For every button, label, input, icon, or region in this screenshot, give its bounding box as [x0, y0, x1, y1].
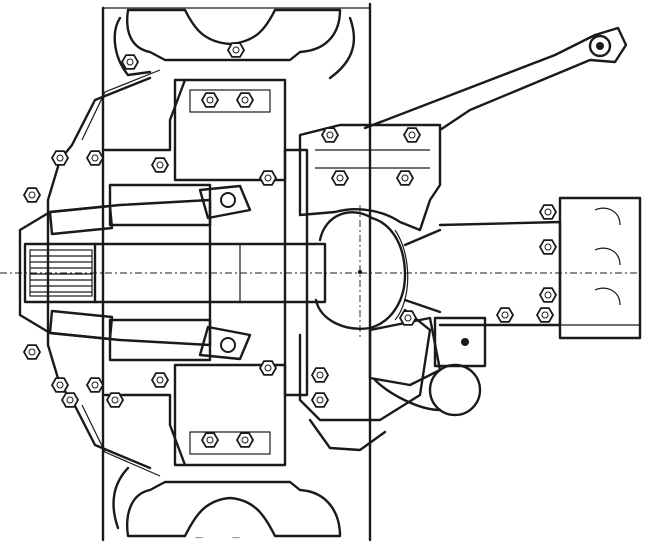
bolt-head — [50, 150, 70, 166]
bolt-head — [320, 127, 340, 143]
bolt-head — [330, 170, 350, 186]
bolt-head — [395, 170, 415, 186]
bolt-head — [310, 367, 330, 383]
bolt-head — [120, 54, 140, 70]
bolt-head — [235, 92, 255, 108]
steering-knuckle — [298, 123, 442, 422]
hub-body — [18, 183, 252, 362]
bolt-head — [235, 432, 255, 448]
bolt-head — [50, 377, 70, 393]
bolt-head — [398, 310, 418, 326]
axle-housing — [433, 196, 642, 368]
bolt-head — [22, 187, 42, 203]
axle-shaft — [0, 242, 640, 304]
bolt-head — [402, 127, 422, 143]
bolt-head — [85, 150, 105, 166]
scale-mark-left: — — [195, 533, 203, 542]
scale-mark-right: — — [232, 533, 240, 542]
bolt-head — [200, 432, 220, 448]
bolt-head — [85, 377, 105, 393]
bolt-head — [538, 239, 558, 255]
bolt-head — [538, 287, 558, 303]
wheel-disc — [46, 69, 187, 477]
bolt-head — [150, 372, 170, 388]
bolt-head — [258, 360, 278, 376]
bolt-head — [150, 157, 170, 173]
tie-rod-ball-joint — [308, 316, 482, 452]
bolt-head — [226, 42, 246, 58]
bolt-head — [258, 170, 278, 186]
joint-ball — [314, 205, 442, 340]
bolt-head — [22, 344, 42, 360]
tyre-section-top — [113, 8, 356, 80]
bolt-group — [22, 42, 558, 448]
inner-bearing-top — [198, 184, 252, 220]
scale-marks: — — — [195, 533, 240, 542]
brake-drum — [173, 78, 309, 467]
rim-frame — [101, 2, 372, 542]
bolt-head — [200, 92, 220, 108]
bolt-head — [60, 392, 80, 408]
outer-bearing-top — [48, 204, 114, 236]
outer-bearing-bottom — [48, 309, 114, 341]
steering-arm — [363, 26, 628, 132]
bolt-head — [105, 392, 125, 408]
bolt-head — [538, 204, 558, 220]
inner-bearing-bottom — [198, 325, 252, 361]
tyre-section-bottom — [112, 466, 342, 538]
bolt-head — [535, 307, 555, 323]
bolt-head — [310, 392, 330, 408]
bolt-head — [495, 307, 515, 323]
